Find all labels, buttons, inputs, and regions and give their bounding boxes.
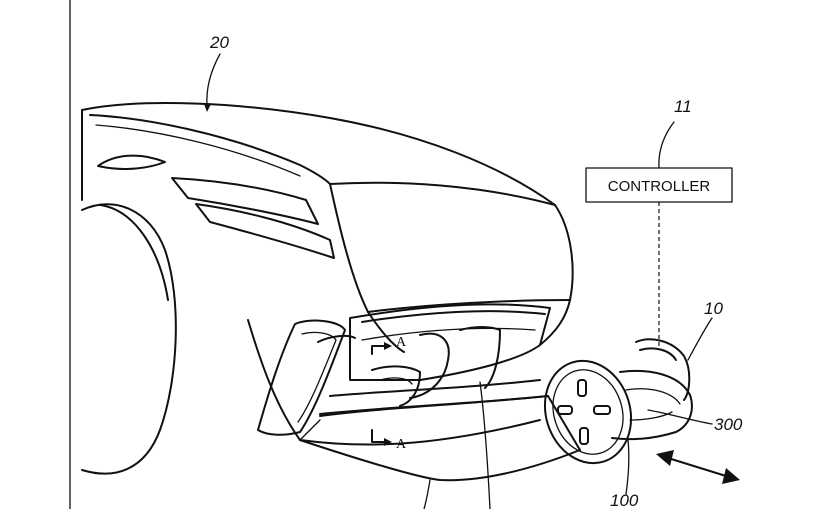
section-label-top: A xyxy=(396,335,407,350)
controller-group: CONTROLLER xyxy=(585,121,733,350)
sliding-platform xyxy=(299,395,581,482)
controller-ref-label: 11 xyxy=(674,97,692,116)
double-headed-arrow xyxy=(656,450,740,484)
mobility-ref-label: 10 xyxy=(704,299,723,318)
leader-lines xyxy=(204,53,713,509)
part-300-label: 300 xyxy=(714,415,743,434)
vehicle-ref-label: 20 xyxy=(209,33,229,52)
rear-wheel xyxy=(81,203,177,475)
vehicle-body xyxy=(81,102,574,446)
section-marker-bottom: A xyxy=(371,429,407,452)
mobility-device xyxy=(543,338,693,465)
section-label-bottom: A xyxy=(396,437,407,452)
controller-label: CONTROLLER xyxy=(608,178,711,195)
storage-compartment xyxy=(319,303,551,415)
part-100-label: 100 xyxy=(610,491,639,509)
section-marker-top: A xyxy=(371,335,407,355)
rear-vents xyxy=(257,319,356,436)
